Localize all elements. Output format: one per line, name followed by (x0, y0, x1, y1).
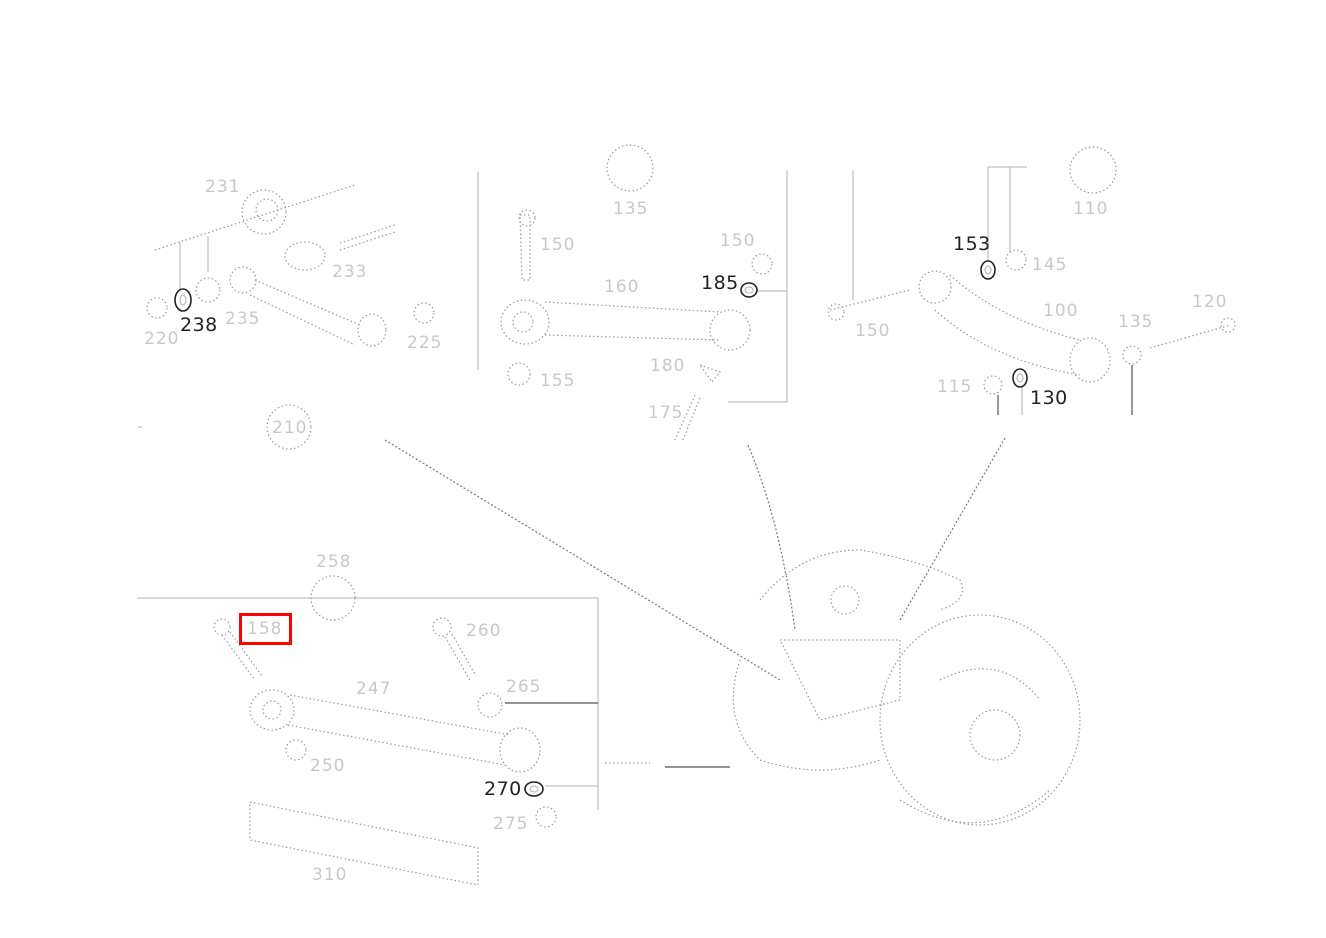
part-label-100[interactable]: 100 (1043, 301, 1079, 321)
part-label-155[interactable]: 155 (540, 371, 576, 391)
part-label-238[interactable]: 238 (180, 314, 218, 336)
part-label-175[interactable]: 175 (648, 403, 684, 423)
part-label-233[interactable]: 233 (332, 262, 368, 282)
part-label-185[interactable]: 185 (701, 272, 739, 294)
group-top-left-art (146, 184, 435, 347)
part-label-150-right-group[interactable]: 150 (855, 321, 891, 341)
part-label-158[interactable]: 158 (247, 619, 283, 639)
part-label-135-right[interactable]: 135 (1118, 312, 1154, 332)
main-assembly-art (605, 549, 1081, 826)
part-label-120[interactable]: 120 (1192, 292, 1228, 312)
part-label-153[interactable]: 153 (953, 233, 991, 255)
part-label-270[interactable]: 270 (484, 778, 522, 800)
part-label-110[interactable]: 110 (1073, 199, 1109, 219)
part-210-art (266, 404, 312, 450)
part-label-247[interactable]: 247 (356, 679, 392, 699)
part-label-160[interactable]: 160 (604, 277, 640, 297)
part-label-258[interactable]: 258 (316, 552, 352, 572)
part-label-150-left[interactable]: 150 (540, 235, 576, 255)
part-label-220[interactable]: 220 (144, 329, 180, 349)
part-label-260[interactable]: 260 (466, 621, 502, 641)
part-label-231[interactable]: 231 (205, 177, 241, 197)
group-top-middle-art (477, 144, 788, 443)
part-label-180[interactable]: 180 (650, 356, 686, 376)
part-label-225[interactable]: 225 (407, 333, 443, 353)
part-label-135[interactable]: 135 (613, 199, 649, 219)
part-label-130[interactable]: 130 (1030, 387, 1068, 409)
group-bottom-left-art (137, 575, 599, 886)
part-label-210[interactable]: 210 (272, 418, 308, 438)
group-top-right-art (827, 146, 1236, 415)
part-label-150-right[interactable]: 150 (720, 231, 756, 251)
part-label-275[interactable]: 275 (493, 814, 529, 834)
part-label-145[interactable]: 145 (1032, 255, 1068, 275)
part-label-265[interactable]: 265 (506, 677, 542, 697)
part-label-250[interactable]: 250 (310, 756, 346, 776)
part-label-115[interactable]: 115 (937, 377, 973, 397)
part-label-310[interactable]: 310 (312, 865, 348, 885)
part-label-235[interactable]: 235 (225, 309, 261, 329)
